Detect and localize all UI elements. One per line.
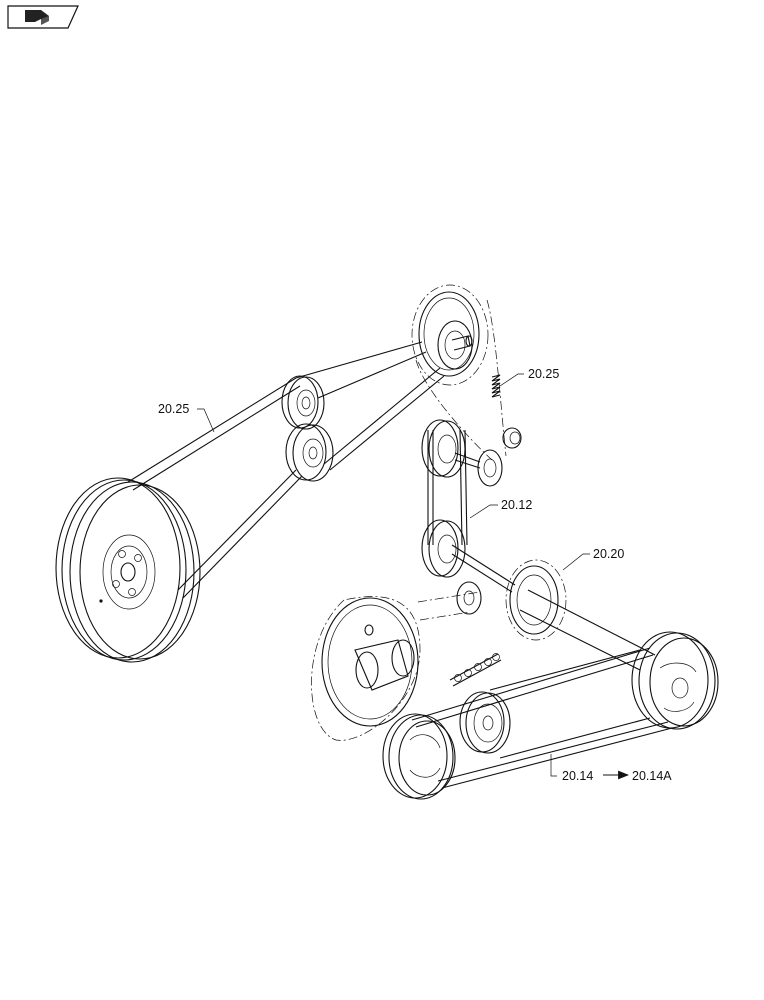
lower-drive-belt (411, 647, 673, 789)
callout-belt-main: 20.25 (158, 402, 189, 416)
middle-lower-pulley (459, 691, 511, 754)
callout-spring: 20.25 (528, 367, 559, 381)
callout-belt-lower-see[interactable]: 20.14A (632, 769, 672, 783)
small-sprocket (456, 581, 482, 615)
large-pulley (55, 477, 201, 663)
lower-small-pulley (421, 519, 516, 593)
upper-sprocket (411, 284, 489, 386)
right-pulley (631, 631, 719, 730)
callout-sprocket: 20.20 (593, 547, 624, 561)
main-drive-belt (127, 341, 445, 599)
callout-chain-short: 20.12 (501, 498, 532, 512)
roller-chain (449, 653, 502, 687)
large-lower-sprocket (311, 591, 481, 741)
callout-belt-lower: 20.14 (562, 769, 593, 783)
tension-spring (491, 374, 501, 398)
middle-pulley-assembly (421, 419, 503, 546)
spacer-bushing (502, 427, 522, 449)
lower-left-pulley (382, 713, 456, 800)
leader-lines (197, 373, 630, 780)
view-page-icon[interactable] (7, 5, 79, 29)
main-shaft-sprocket (505, 559, 656, 671)
idler-pulleys (281, 375, 334, 482)
